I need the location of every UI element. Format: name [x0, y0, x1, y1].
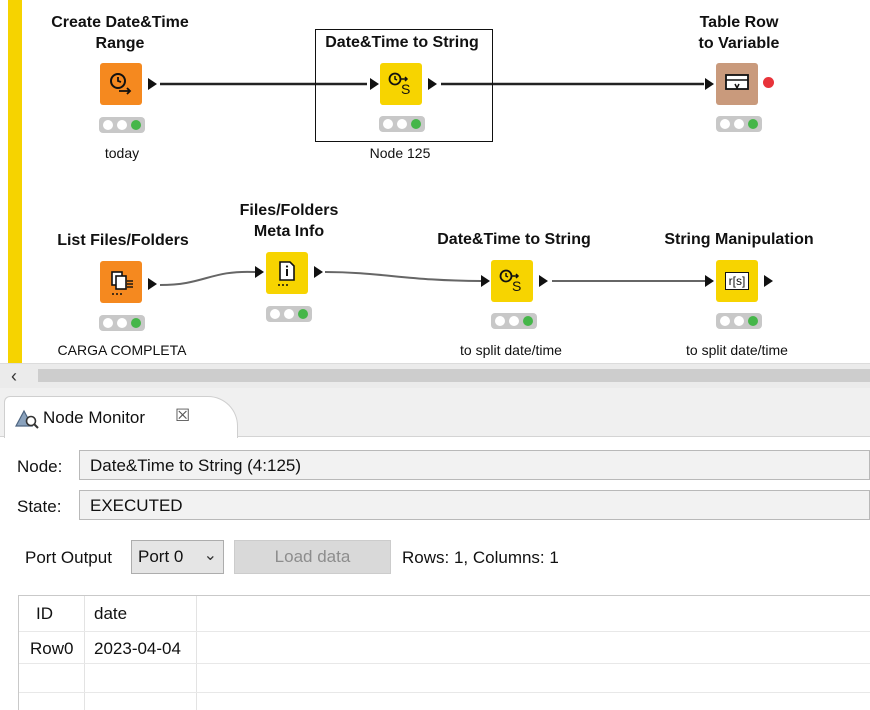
- node-create-datetime-range[interactable]: [100, 63, 142, 105]
- node-name-field: Date&Time to String (4:125): [79, 450, 870, 480]
- outport-triangle[interactable]: [539, 275, 548, 287]
- node-string-manipulation[interactable]: r[s]: [716, 260, 758, 302]
- outport-triangle[interactable]: [314, 266, 323, 278]
- node-label[interactable]: today: [104, 145, 140, 161]
- node-label[interactable]: CARGA COMPLETA: [57, 342, 187, 358]
- node-label[interactable]: to split date/time: [686, 342, 788, 358]
- port-select-value: Port 0: [138, 547, 184, 566]
- scrollbar-thumb[interactable]: [38, 369, 870, 382]
- status-lights: [716, 313, 762, 329]
- datetime-string-icon: S: [499, 269, 521, 294]
- inport-triangle[interactable]: [705, 78, 714, 90]
- outport-triangle[interactable]: [764, 275, 773, 287]
- chevron-down-icon: ⌄: [203, 547, 217, 564]
- node-list-files-folders[interactable]: [100, 261, 142, 303]
- status-lights: [491, 313, 537, 329]
- node-selection-box: [315, 29, 493, 142]
- scroll-left-icon[interactable]: ‹: [11, 366, 17, 386]
- close-icon[interactable]: ☒: [175, 406, 191, 425]
- rows-columns-info: Rows: 1, Columns: 1: [402, 548, 559, 567]
- table-cell-row-id[interactable]: Row0: [30, 639, 74, 658]
- inport-triangle[interactable]: [705, 275, 714, 287]
- inport-triangle[interactable]: [255, 266, 264, 278]
- node-label[interactable]: to split date/time: [460, 342, 562, 358]
- node-title-list-files: List Files/Folders: [57, 232, 189, 249]
- node-datetime-to-string[interactable]: S: [380, 63, 422, 105]
- node-label[interactable]: Node 125: [369, 145, 431, 161]
- workflow-annotation-bar: [8, 0, 22, 363]
- port-select[interactable]: Port 0 ⌄: [131, 540, 224, 574]
- status-lights: [266, 306, 312, 322]
- node-title-string-manipulation: String Manipulation: [664, 231, 814, 248]
- svg-text:S: S: [401, 81, 410, 97]
- clock-arrow-icon: [110, 73, 132, 95]
- column-header-id[interactable]: ID: [36, 604, 53, 623]
- status-lights: [99, 117, 145, 133]
- node-files-meta-info[interactable]: [266, 252, 308, 294]
- row-divider: [19, 631, 870, 632]
- table-variable-icon: [725, 74, 749, 90]
- port-output-label: Port Output: [25, 548, 112, 567]
- data-table[interactable]: ID date Row0 2023-04-04: [18, 595, 870, 710]
- node-monitor-icon: [15, 409, 39, 429]
- svg-text:S: S: [512, 278, 521, 294]
- node-table-row-to-variable[interactable]: [716, 63, 758, 105]
- file-list-icon: [111, 271, 133, 295]
- state-label-text: State:: [17, 497, 62, 516]
- datetime-string-icon: S: [388, 72, 410, 97]
- load-data-button[interactable]: Load data: [234, 540, 391, 574]
- tab-title: Node Monitor: [43, 408, 146, 427]
- node-title-datetime-to-string-2: Date&Time to String: [437, 231, 591, 248]
- row-divider: [19, 692, 870, 693]
- string-manipulation-icon: r[s]: [724, 272, 750, 290]
- outport-triangle[interactable]: [428, 78, 437, 90]
- view-tab-strip: Node Monitor ☒: [0, 388, 870, 438]
- inport-triangle[interactable]: [370, 78, 379, 90]
- table-cell-date[interactable]: 2023-04-04: [94, 639, 181, 658]
- column-header-date[interactable]: date: [94, 604, 128, 623]
- tab-node-monitor[interactable]: Node Monitor ☒: [4, 396, 238, 438]
- file-info-icon: [278, 261, 295, 286]
- connections: [159, 82, 705, 286]
- node-datetime-to-string-2[interactable]: S: [491, 260, 533, 302]
- node-title-datetime-to-string: Date&Time to String: [325, 34, 479, 51]
- column-divider: [196, 596, 197, 710]
- horizontal-scrollbar[interactable]: ‹: [0, 363, 870, 388]
- status-lights: [379, 116, 425, 132]
- inport-triangle[interactable]: [481, 275, 490, 287]
- flow-variable-port[interactable]: [763, 77, 774, 88]
- status-lights: [716, 116, 762, 132]
- outport-triangle[interactable]: [148, 278, 157, 290]
- state-field: EXECUTED: [79, 490, 870, 520]
- node-label-text: Node:: [17, 457, 63, 476]
- node-monitor-panel: Node Monitor ☒ Node: Date&Time to String…: [0, 388, 870, 710]
- row-divider: [19, 663, 870, 664]
- column-divider: [84, 596, 85, 710]
- status-lights: [99, 315, 145, 331]
- outport-triangle[interactable]: [148, 78, 157, 90]
